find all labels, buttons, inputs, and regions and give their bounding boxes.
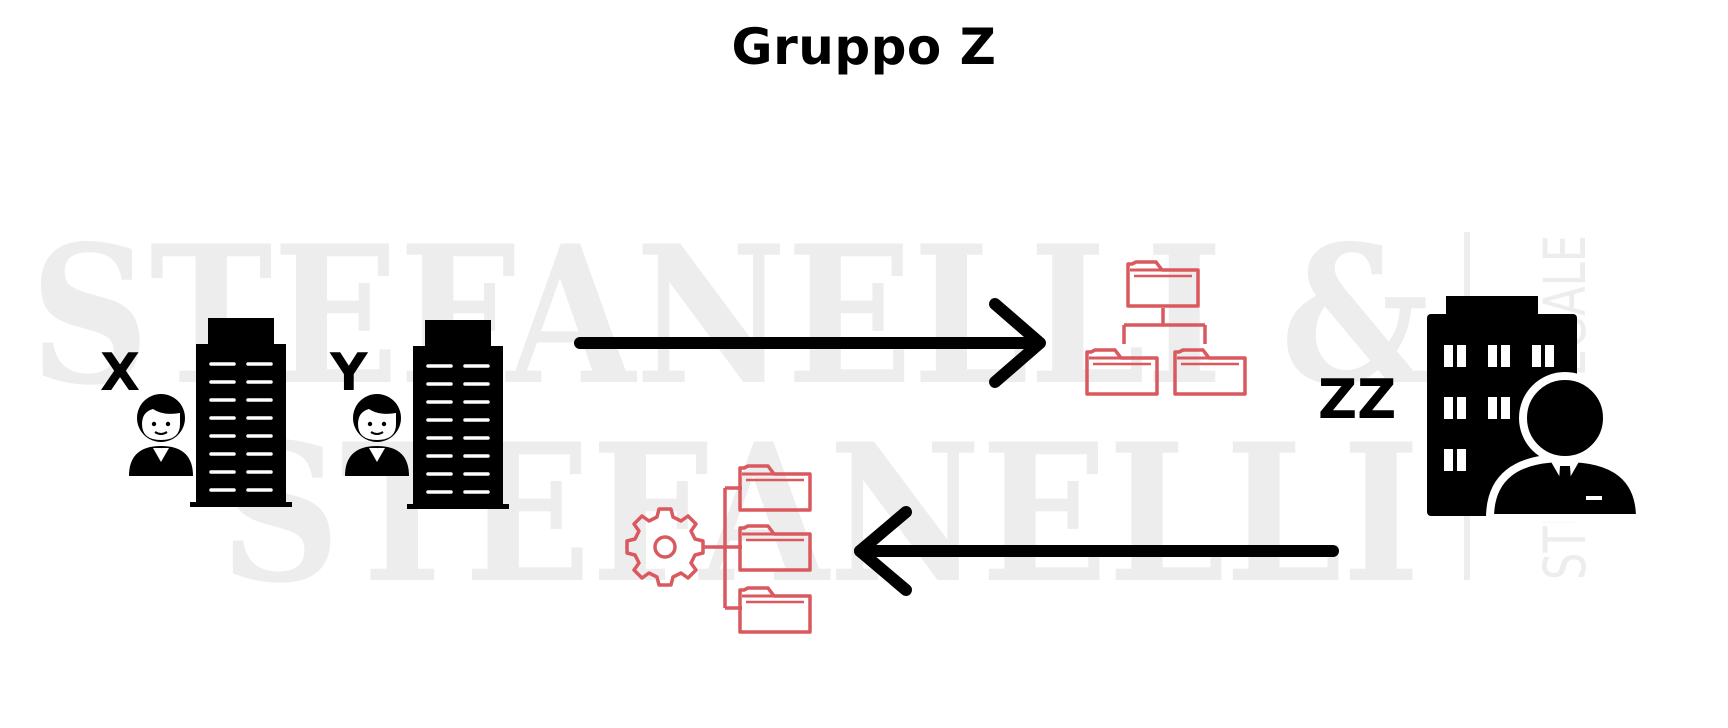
entity-y-label: Y: [330, 343, 368, 403]
entity-x-label: X: [100, 343, 141, 403]
gear-folders-icon: [625, 464, 812, 634]
businessman-building-icon: [1427, 296, 1645, 522]
person-icon: [344, 393, 410, 477]
entity-zz-label: ZZ: [1318, 368, 1397, 431]
office-building-icon: [188, 316, 294, 509]
arrow-left-icon: [854, 506, 1339, 596]
diagram-title: Gruppo Z: [731, 18, 997, 76]
office-building-icon: [405, 318, 511, 511]
person-icon: [128, 393, 194, 477]
arrow-right-icon: [574, 298, 1046, 388]
folder-hierarchy-icon: [1085, 260, 1247, 396]
